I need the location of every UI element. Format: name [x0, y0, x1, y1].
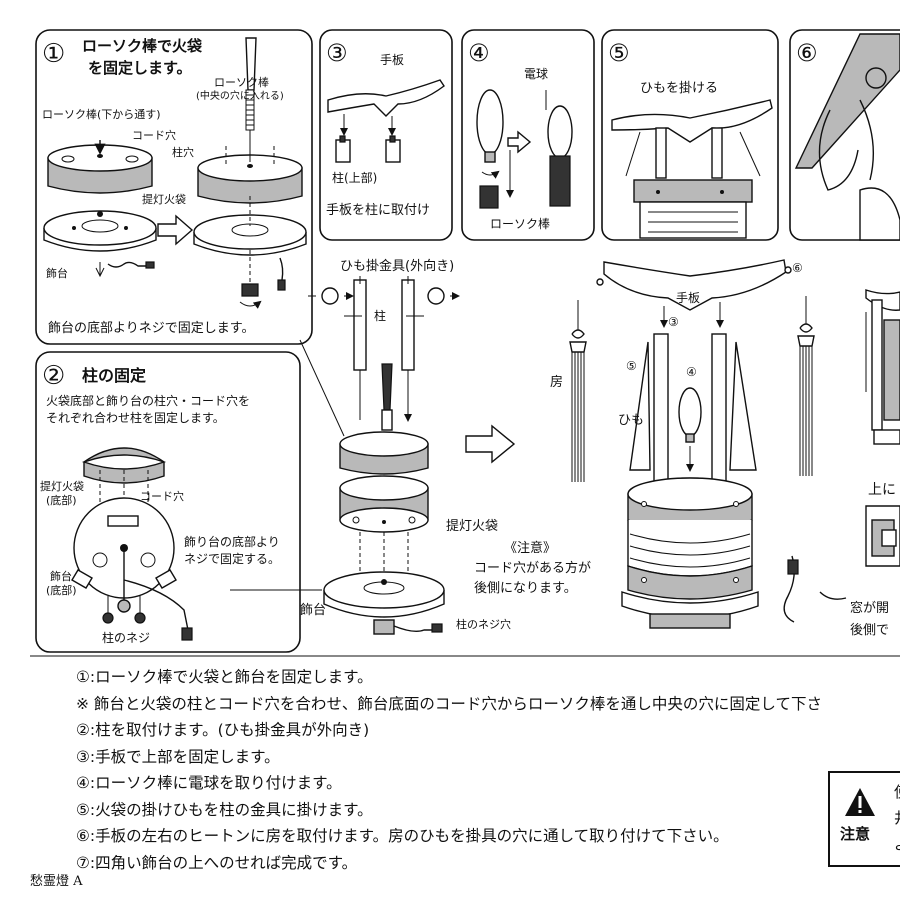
tassel-label: 房 — [550, 374, 563, 390]
note-step-2: ②:柱を取付けます。(ひも掛金具が外向き) — [76, 721, 370, 739]
far-right-partial: 上に 窓が開 後側で — [819, 289, 900, 638]
assembled-num5: ⑤ — [626, 359, 637, 373]
stand-left — [43, 210, 157, 278]
panel2-bag-bottom-label2: (底部) — [46, 493, 77, 507]
tassel-left — [569, 300, 587, 482]
caution-title: 《注意》 — [504, 540, 556, 556]
panel1-stand-label: 飾台 — [46, 266, 68, 280]
product-caption: 愁霊燈 A — [30, 874, 83, 889]
hook-fitting-label: ひも掛金具(外向き) — [340, 258, 454, 274]
lantern-bag-left — [47, 140, 153, 194]
panel2-text-line2: それぞれ合わせ柱を固定します。 — [46, 410, 225, 425]
panel1-lantern-bag-label: 提灯火袋 — [142, 192, 186, 206]
panel-step-2: ② 柱の固定 火袋底部と飾り台の柱穴・コード穴を それぞれ合わせ柱を固定します。… — [35, 351, 301, 653]
panel1-rod-from-below-label: ローソク棒(下から通す) — [42, 107, 161, 121]
center-lantern-bag — [339, 431, 429, 533]
far-right-window-line2: 後側で — [850, 623, 889, 638]
panel3-caption: 手板を柱に取付け — [326, 203, 430, 218]
panel1-candle-rod-sublabel: (中央の穴に入れる) — [196, 89, 284, 102]
instruction-notes: ①:ローソク棒で火袋と飾台を固定します。 ※ 飾台と火袋の柱とコード穴を合わせ、… — [76, 664, 900, 876]
assembled-view: 手板 ⑥ ③ ⑤ ひも ④ 房 — [550, 259, 815, 629]
panel3-number: ③ — [326, 39, 348, 67]
panel1-number: ① — [42, 39, 65, 69]
warning-box: 注意 使 井 よ — [828, 771, 900, 867]
center-big-arrow — [465, 424, 516, 464]
panel5-caption: ひもを掛ける — [640, 81, 718, 96]
panel-step-3: ③ 手板 柱(上部) 手板を柱に取付け — [319, 29, 453, 241]
hand-board-illustration — [327, 79, 445, 117]
center-candle-rod — [381, 363, 393, 411]
panel4-candle-rod-label: ローソク棒 — [490, 217, 550, 231]
panel2-text-line1: 火袋底部と飾り台の柱穴・コード穴を — [46, 393, 250, 408]
panel-step-1: ① ローソク棒で火袋 を固定します。 ローソク棒 (中央の穴に入れる) ローソク… — [35, 29, 313, 345]
panel2-bag-bottom-label1: 提灯火袋 — [40, 479, 84, 493]
hook-fitting-left-icon — [308, 287, 352, 305]
bulb-illustration — [476, 89, 573, 209]
pillar-label: 柱 — [374, 308, 386, 323]
panel2-stand-bottom-label1: 飾台 — [50, 569, 72, 583]
note-step-3: ③:手板で上部を固定します。 — [76, 747, 280, 766]
caution-line2: 後側になります。 — [474, 581, 577, 596]
panel2-screw-note1: 飾り台の底部より — [184, 534, 280, 549]
panel2-pillar-screw-label: 柱のネジ — [102, 630, 150, 645]
caution-line1: コード穴がある方が — [474, 560, 591, 576]
note-step-4: ④:ローソク棒に電球を取り付けます。 — [76, 774, 342, 792]
warning-text: 使 井 よ — [894, 779, 900, 857]
pillar-left — [353, 279, 367, 371]
panel2-number: ② — [42, 361, 65, 391]
warning-triangle-icon — [845, 788, 875, 816]
panel2-stand-bottom-label2: (底部) — [46, 583, 77, 597]
panel6-number: ⑥ — [796, 39, 818, 67]
stand-bottom-view — [71, 497, 193, 641]
panel1-title-line2: を固定します。 — [88, 59, 192, 77]
warning-char-1: 使 — [894, 779, 900, 805]
panel4-number: ④ — [468, 39, 490, 67]
candle-rod-illustration — [245, 37, 257, 131]
stand-right — [193, 196, 307, 309]
note-step-6: ⑥:手板の左右のヒートンに房を取付けます。房のひもを掛具の穴に通して取り付けて下… — [76, 827, 729, 845]
center-stand-label: 飾台 — [300, 603, 326, 618]
panel1-arrow — [157, 214, 194, 246]
note-asterisk: ※ 飾台と火袋の柱とコード穴を合わせ、飾台底面のコード穴からローソク棒を通し中央… — [76, 694, 822, 713]
assembled-string-label: ひも — [618, 413, 644, 428]
lantern-bag-right — [197, 130, 303, 204]
assembled-num3: ③ — [668, 315, 679, 329]
panel4-bulb-label: 電球 — [524, 67, 548, 81]
panel5-number: ⑤ — [608, 39, 630, 67]
panel1-bottom-note: 飾台の底部よりネジで固定します。 — [48, 320, 254, 336]
panel-step-6: ⑥ ヒ — [789, 29, 900, 241]
tassel-right — [797, 296, 815, 476]
assembled-num6: ⑥ — [792, 261, 803, 275]
panel3-pillar-top-label: 柱(上部) — [332, 170, 377, 185]
center-lantern-bag-label: 提灯火袋 — [446, 518, 498, 534]
far-right-top-text: 上に — [868, 482, 896, 498]
assembled-hand-board-label: 手板 — [676, 291, 700, 305]
bag-bottom-view — [81, 447, 167, 520]
hook-fitting-right-icon — [427, 287, 460, 305]
panel2-screw-note2: ネジで固定する。 — [184, 551, 280, 566]
warning-char-2: 井 — [894, 805, 900, 831]
panel2-cord-hole-label: コード穴 — [140, 489, 184, 503]
center-exploded-view: ひも掛金具(外向き) 柱 提灯火袋 — [230, 258, 591, 635]
pillar-right — [401, 279, 415, 371]
note-step-5: ⑤:火袋の掛けひもを柱の金具に掛けます。 — [76, 800, 373, 819]
panel1-pillar-hole-label: 柱穴 — [172, 145, 194, 159]
far-right-window-line1: 窓が開 — [850, 600, 889, 616]
panel-step-5: ⑤ ひもを掛ける — [601, 29, 779, 241]
panel1-cord-hole-label: コード穴 — [132, 128, 176, 142]
assembled-lantern-body — [621, 477, 799, 629]
note-step-1: ①:ローソク棒で火袋と飾台を固定します。 — [76, 668, 373, 686]
warning-label: 注意 — [840, 825, 871, 843]
panel1-title-line1: ローソク棒で火袋 — [82, 37, 203, 55]
panel1-candle-rod-label: ローソク棒 — [214, 75, 269, 89]
center-stand — [323, 571, 445, 635]
panel3-hand-board-label: 手板 — [380, 53, 404, 67]
note-step-7: ⑦:四角い飾台の上へのせれば完成です。 — [76, 853, 358, 872]
warning-char-3: よ — [894, 831, 900, 857]
panel2-title: 柱の固定 — [82, 366, 146, 385]
assembled-num4: ④ — [686, 365, 697, 379]
panel-step-4: ④ 電球 ローソク棒 — [461, 29, 595, 241]
pillar-screw-hole-label: 柱のネジ穴 — [456, 617, 511, 631]
